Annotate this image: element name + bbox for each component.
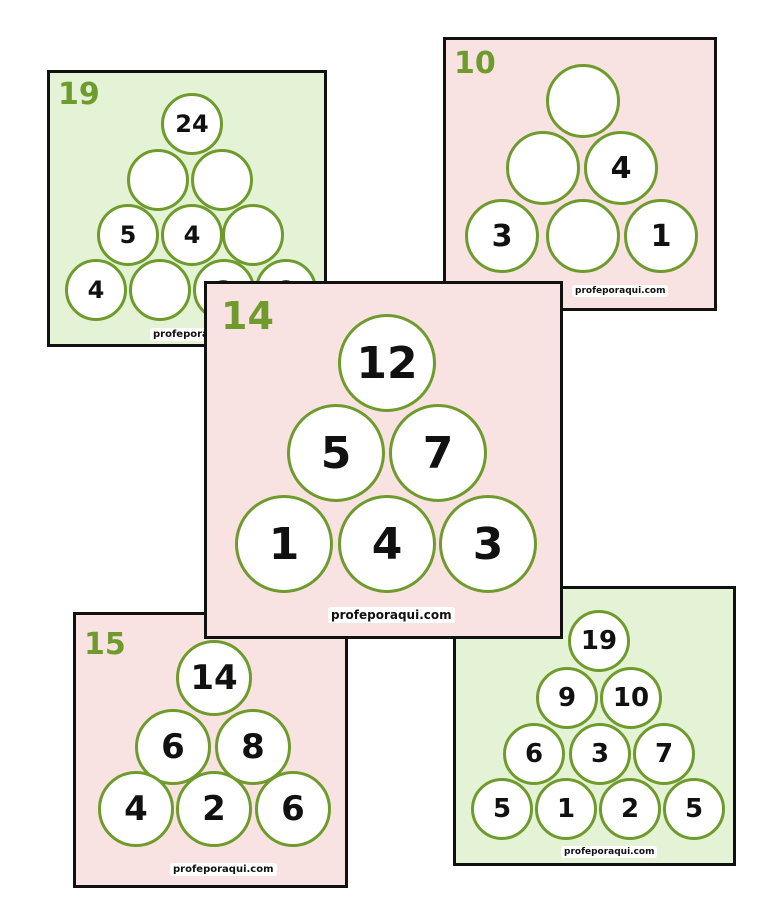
watermark: profeporaqui.com (561, 846, 658, 858)
card-19: 192454438profeporaqui.com (47, 70, 327, 347)
number-circle: 24 (161, 93, 223, 155)
number-circle: 3 (569, 723, 631, 785)
number-circle: 7 (389, 404, 487, 502)
number-circle: 10 (600, 667, 662, 729)
blank-number-circle[interactable] (546, 199, 620, 273)
blank-number-circle[interactable] (191, 149, 253, 211)
number-circle: 3 (465, 199, 539, 273)
blank-number-circle[interactable] (222, 204, 284, 266)
number-circle: 1 (235, 495, 333, 593)
blank-number-circle[interactable] (506, 131, 580, 205)
number-circle: 1 (535, 778, 597, 840)
number-circle: 19 (568, 610, 630, 672)
number-circle: 12 (338, 314, 436, 412)
number-circle: 4 (65, 259, 127, 321)
number-circle: 4 (584, 131, 658, 205)
blank-number-circle[interactable] (546, 64, 620, 138)
number-circle: 2 (176, 771, 252, 847)
number-circle: 2 (599, 778, 661, 840)
number-circle: 14 (176, 640, 252, 716)
number-circle: 6 (503, 723, 565, 785)
card-number-label: 10 (454, 46, 496, 81)
number-circle: 6 (255, 771, 331, 847)
number-circle: 5 (287, 404, 385, 502)
card-number-label: 15 (84, 627, 126, 662)
watermark: profeporaqui.com (572, 285, 669, 297)
watermark: profeporaqui.com (170, 863, 277, 876)
blank-number-circle[interactable] (127, 149, 189, 211)
number-circle: 8 (215, 709, 291, 785)
number-circle: 7 (633, 723, 695, 785)
watermark: profeporaqui.com (328, 607, 455, 623)
number-circle: 4 (161, 204, 223, 266)
number-circle: 5 (471, 778, 533, 840)
number-circle: 1 (624, 199, 698, 273)
number-circle: 4 (338, 495, 436, 593)
number-circle: 9 (536, 667, 598, 729)
card-number-label: 19 (58, 77, 100, 112)
number-circle: 5 (663, 778, 725, 840)
number-circle: 5 (97, 204, 159, 266)
blank-number-circle[interactable] (129, 259, 191, 321)
card-number-label: 14 (221, 294, 274, 338)
number-circle: 3 (439, 495, 537, 593)
number-circle: 4 (98, 771, 174, 847)
